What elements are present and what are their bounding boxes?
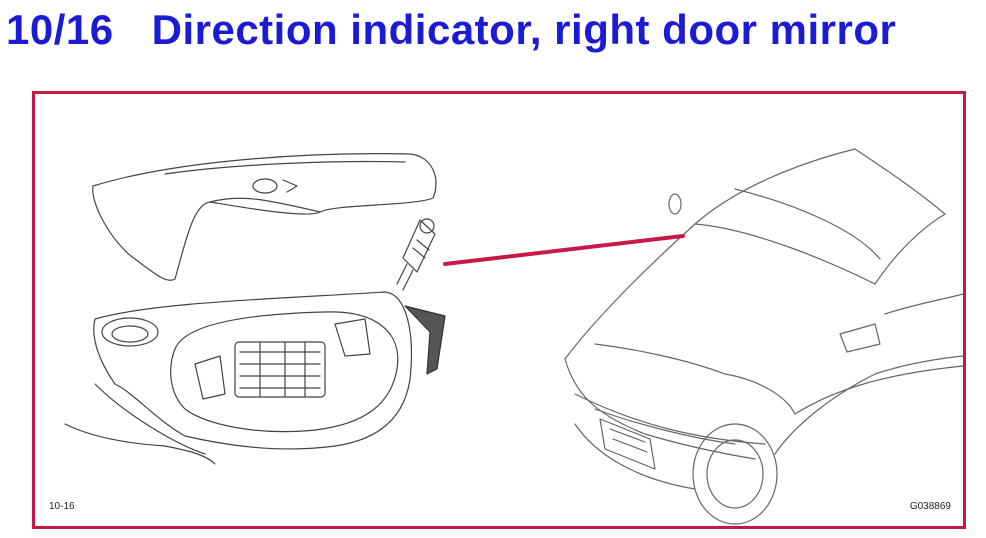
figure-reference-right: G038869 bbox=[909, 501, 951, 512]
illustration-frame: 10-16 G038869 bbox=[32, 91, 966, 529]
car-illustration bbox=[564, 148, 963, 525]
indicator-lens bbox=[404, 305, 446, 375]
mirror-diagram bbox=[64, 148, 963, 525]
indicator-bulb bbox=[396, 218, 436, 291]
callout-line bbox=[443, 234, 685, 266]
page-title: 10/16 Direction indicator, right door mi… bbox=[6, 4, 896, 56]
section-number: 10/16 bbox=[6, 6, 114, 53]
section-title: Direction indicator, right door mirror bbox=[151, 6, 897, 53]
mirror-cover bbox=[92, 153, 437, 281]
mirror-housing bbox=[64, 291, 413, 465]
figure-reference-left: 10-16 bbox=[49, 501, 75, 512]
